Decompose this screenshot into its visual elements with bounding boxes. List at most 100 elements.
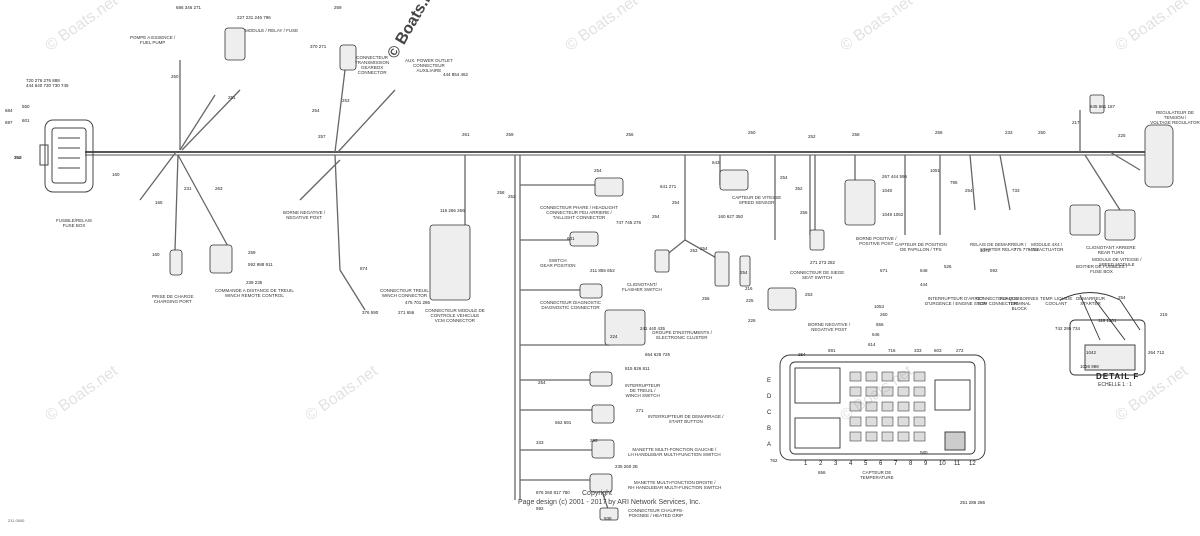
label-l30: REGULATEUR DE TENSION / VOLTAGE REGULATO…: [1150, 110, 1200, 125]
label-l7: COMMANDE A DISTANCE DE TREUIL WINCH REMO…: [215, 288, 294, 298]
label-l32: TEMP. LIQUIDE COOLANT: [1040, 296, 1073, 306]
fuse-column-number: 12: [969, 461, 976, 467]
label-l10: CONNECTEUR MODULE DE CONTROLE VEHICULE V…: [425, 308, 485, 323]
callout-c18: 257: [318, 134, 326, 139]
fuse-slot: [865, 371, 878, 382]
callout-c84: 580: [920, 450, 928, 455]
callout-c68: 775 779 722: [1014, 247, 1040, 252]
callout-c42: 116 266 266: [440, 208, 465, 213]
fuse-cells: [849, 371, 926, 442]
callout-c22: 250: [748, 130, 756, 135]
callout-c78: 716: [888, 348, 896, 353]
label-l21: RELAIS DE DEMARREUR / STARTER RELAY: [970, 242, 1027, 252]
fuse-slot: [849, 371, 862, 382]
callout-c4: 697: [5, 120, 13, 125]
callout-c53: 254: [700, 246, 708, 251]
callout-c93: 876 260 817 780: [536, 490, 570, 495]
callout-c3: 684: [5, 108, 13, 113]
fuse-slot: [849, 416, 862, 427]
fuse-row-letter: B: [767, 426, 772, 432]
callout-c95: 938: [604, 516, 612, 521]
label-l37: CLIGNOTANT ARRIERE REAR TURN: [1086, 245, 1136, 255]
callout-c106: 444: [920, 282, 928, 287]
fuse-slot: [865, 416, 878, 427]
callout-c29: 225: [1118, 133, 1126, 138]
label-l25: CONNECTEUR DE SIEGE SEAT SWITCH: [790, 270, 845, 280]
callout-c35: 259: [248, 250, 256, 255]
left-fuse-box-drawing: [39, 119, 94, 193]
detail-f-connector-drawing: [1059, 292, 1146, 376]
fuse-row-letter: A: [767, 442, 772, 448]
copyright-line: Page design (c) 2001 - 2017 by ARI Netwo…: [518, 499, 701, 506]
callout-c114: 614: [868, 342, 876, 347]
callout-c90: 333: [536, 440, 544, 445]
callout-c83: 656: [818, 470, 826, 475]
callout-c7: 352: [14, 155, 22, 160]
callout-c38: 874: [360, 266, 368, 271]
label-l9: CONNECTEUR TREUIL WINCH CONNECTOR: [380, 288, 429, 298]
fuse-row-letter: D: [767, 394, 772, 400]
fuse-slot: [913, 431, 926, 442]
callout-c48: 211 855 652: [590, 268, 615, 273]
callout-c51: 254: [672, 200, 680, 205]
callout-c64: 1051: [930, 168, 941, 173]
callout-c107: 526: [944, 264, 952, 269]
callout-c50: 254: [652, 214, 660, 219]
callout-c19: 261: [462, 132, 470, 137]
callout-c23: 252: [808, 134, 816, 139]
fuse-slot: [897, 371, 910, 382]
callout-c97: 664 625 726: [645, 352, 671, 357]
callout-c46: 747 745 276: [616, 220, 642, 225]
callout-c40: 271 656: [398, 310, 415, 315]
callout-c9: 686 346 271: [176, 5, 202, 10]
callout-c70: 254: [1118, 295, 1126, 300]
callout-c104: 671: [880, 268, 888, 273]
fuse-row-letter: E: [767, 378, 772, 384]
fuse-slot: [865, 431, 878, 442]
callout-c1: 350: [14, 155, 22, 160]
callout-c98: 224: [610, 334, 618, 339]
label-l26: BORNE NEGATIVE / NEGATIVE POST: [808, 322, 851, 332]
callout-c71: 215: [1160, 312, 1168, 317]
fuse-slot: [897, 431, 910, 442]
callout-c99: 256: [702, 296, 710, 301]
detail-title: DETAIL F: [1096, 372, 1140, 381]
callout-c59: 271 273 282: [810, 260, 836, 265]
label-l16: INTERRUPTEUR DE DEMARRAGE / START BUTTON: [648, 414, 724, 424]
callout-c63: 1049 1052: [882, 212, 904, 217]
callout-c39: 376 590: [362, 310, 379, 315]
callout-c58: 256: [800, 210, 808, 215]
fuse-column-number: 3: [834, 461, 838, 467]
callout-c105: 648: [920, 268, 928, 273]
callout-c102: 226: [748, 318, 756, 323]
label-l34: CAPTEUR DE TEMPERATURE: [860, 470, 894, 480]
fuse-slot: [913, 371, 926, 382]
callout-c87: 815 826 811: [625, 366, 650, 371]
fuse-slot: [849, 431, 862, 442]
callout-c111: 260: [880, 312, 888, 317]
callout-c11: 269: [334, 5, 342, 10]
label-l33: DEMARREUR STARTER: [1076, 296, 1106, 306]
callout-c100: 216: [745, 286, 753, 291]
label-l22: MODULE 4X4 / 4X4 ACTUATOR: [1030, 242, 1064, 252]
label-l14: GROUPE D'INSTRUMENTS / ELECTRONIC CLUSTE…: [652, 330, 712, 340]
callout-c103: 254: [740, 270, 748, 275]
fuse-slot: [897, 386, 910, 397]
callout-c108: 592: [990, 268, 998, 273]
callout-c30: 231: [184, 186, 192, 191]
label-l28: MODULE DE VITESSE / SPEED MODULE: [1092, 257, 1142, 267]
label-l27: BORNE POSITIVE / POSITIVE POST: [856, 236, 897, 246]
label-l2: PRISE DE CHARGE CHARGING PORT: [152, 294, 194, 304]
fuse-row-letter: C: [767, 410, 772, 416]
callout-c82: 762: [770, 458, 778, 463]
callout-c6: 550: [22, 104, 30, 109]
main-harness-trunk: [85, 151, 1150, 156]
label-l13: CLIGNOTANT/ FLASHER SWITCH: [622, 282, 662, 292]
callout-c26: 233: [1005, 130, 1013, 135]
fuse-column-number: 7: [894, 461, 898, 467]
callout-c80: 603: [934, 348, 942, 353]
fuse-column-number: 1: [804, 461, 808, 467]
callout-c10: 227 231 246 796: [237, 15, 271, 20]
callout-c86: 254: [538, 380, 546, 385]
fuse-slot: [849, 386, 862, 397]
